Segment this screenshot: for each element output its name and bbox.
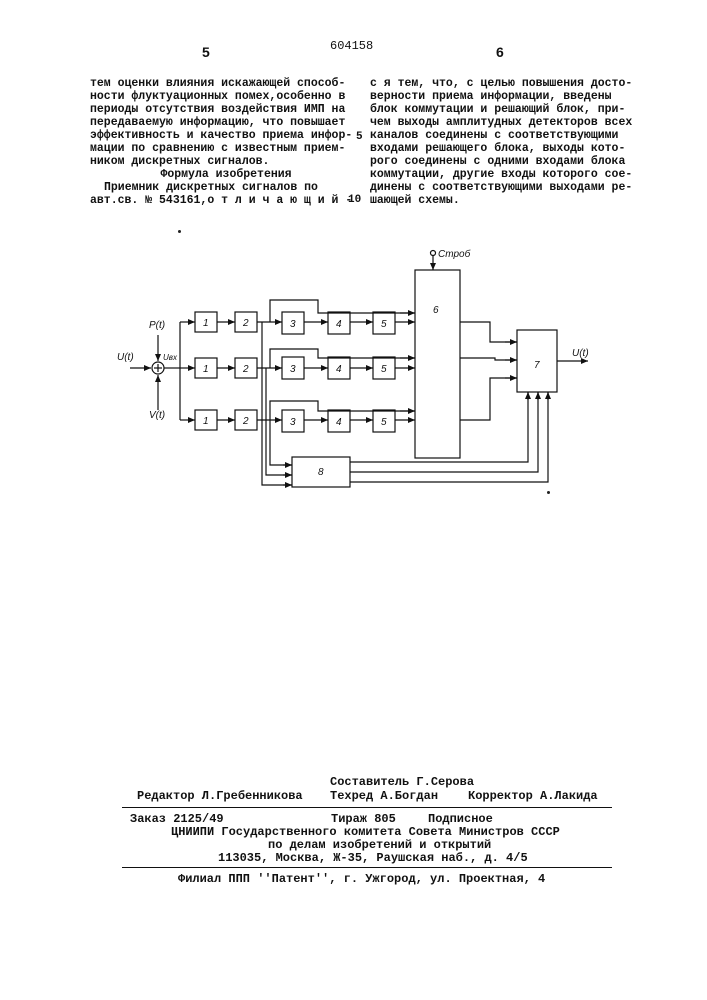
block-6-label: 6 bbox=[433, 305, 439, 316]
p-label: P(t) bbox=[149, 320, 165, 331]
imprint-divider bbox=[122, 807, 612, 808]
block-label: 1 bbox=[203, 416, 209, 427]
imprint-corrector: Корректор А.Лакида bbox=[468, 789, 598, 803]
block-6 bbox=[415, 270, 460, 458]
imprint-org-1: ЦНИИПИ Государственного комитета Совета … bbox=[171, 825, 560, 839]
input-label: U(t) bbox=[117, 352, 134, 363]
imprint-org-2: по делам изобретений и открытий bbox=[268, 838, 491, 852]
block-label: 3 bbox=[290, 417, 296, 428]
imprint-address: 113035, Москва, Ж-35, Раушская наб., д. … bbox=[218, 851, 528, 865]
block-label: 1 bbox=[203, 364, 209, 375]
block-label: 2 bbox=[242, 364, 249, 375]
block-7-label: 7 bbox=[534, 360, 540, 371]
block-label: 3 bbox=[290, 364, 296, 375]
speck bbox=[547, 491, 550, 494]
imprint-divider bbox=[122, 867, 612, 868]
uin-label: Uвх bbox=[163, 353, 178, 362]
v-label: V(t) bbox=[149, 410, 165, 421]
block-label: 5 bbox=[381, 319, 387, 330]
block-label: 2 bbox=[242, 318, 249, 329]
block-label: 5 bbox=[381, 364, 387, 375]
block-label: 2 bbox=[242, 416, 249, 427]
imprint-order: Заказ 2125/49 bbox=[130, 812, 224, 826]
imprint-compiler: Составитель Г.Серова bbox=[330, 775, 474, 789]
block-label: 1 bbox=[203, 318, 209, 329]
block-label: 5 bbox=[381, 417, 387, 428]
block-8-label: 8 bbox=[318, 467, 324, 478]
strobe-label: Строб bbox=[438, 248, 471, 260]
block-label: 3 bbox=[290, 319, 296, 330]
block-label: 4 bbox=[336, 319, 342, 330]
output-label: U(t) bbox=[572, 348, 589, 359]
block-label: 4 bbox=[336, 417, 342, 428]
speck bbox=[178, 230, 181, 233]
imprint-subscription: Подписное bbox=[428, 812, 493, 826]
block-label: 4 bbox=[336, 364, 342, 375]
strobe-terminal bbox=[431, 251, 436, 256]
imprint-branch: Филиал ППП ''Патент'', г. Ужгород, ул. П… bbox=[178, 872, 545, 886]
block-diagram: Строб U(t) P(t) Uвх V(t) U(t) 1 2 3 4 5 … bbox=[0, 0, 707, 520]
imprint-circulation: Тираж 805 bbox=[331, 812, 396, 826]
imprint-techred: Техред А.Богдан bbox=[330, 789, 438, 803]
imprint-editor: Редактор Л.Гребенникова bbox=[137, 789, 303, 803]
